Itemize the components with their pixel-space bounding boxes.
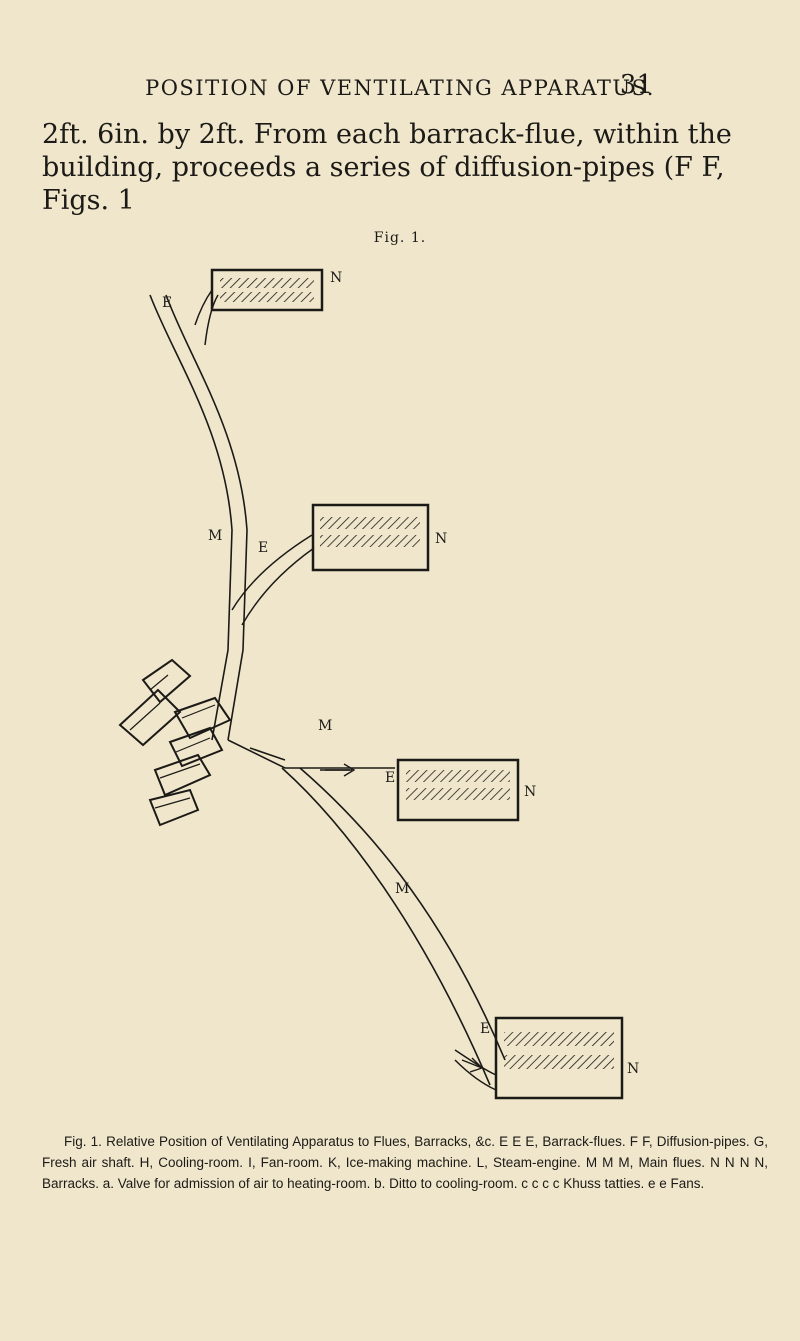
apparatus-building	[148, 788, 200, 827]
label-e-1: E	[162, 295, 172, 311]
barrack-block	[494, 1016, 624, 1100]
barrack-block	[396, 758, 520, 822]
barracks	[210, 268, 624, 1100]
label-m-3: M	[395, 881, 409, 897]
diffusion-pipes	[194, 289, 497, 1091]
label-e-3: E	[385, 770, 395, 786]
body-paragraph: 2ft. 6in. by 2ft. From each barrack-flue…	[42, 119, 732, 216]
apparatus-building	[141, 658, 192, 704]
label-m-1: M	[208, 528, 222, 544]
airflow-arrows	[325, 763, 484, 1073]
apparatus-buildings	[118, 658, 232, 827]
barrack-block	[311, 503, 430, 572]
label-e-4: E	[480, 1021, 490, 1037]
figure-caption-text: Fig. 1. Relative Position of Ventilating…	[42, 1134, 768, 1191]
page-header: POSITION OF VENTILATING APPARATUS. 31	[0, 68, 800, 108]
label-n-2: N	[435, 531, 447, 547]
apparatus-building	[173, 696, 232, 740]
label-n-1: N	[330, 270, 342, 286]
apparatus-building	[168, 726, 224, 768]
figure-caption: Fig. 1. Relative Position of Ventilating…	[42, 1131, 768, 1194]
label-e-2: E	[258, 540, 268, 556]
running-head: POSITION OF VENTILATING APPARATUS.	[145, 76, 655, 100]
figure-title: Fig. 1.	[373, 230, 427, 246]
barrack-block	[210, 268, 324, 312]
label-n-4: N	[627, 1061, 639, 1077]
apparatus-building	[153, 753, 212, 797]
apparatus-building	[118, 688, 182, 747]
main-flue	[149, 294, 506, 1086]
ventilation-diagram: E E E E M M M N N N N	[118, 268, 639, 1100]
label-n-3: N	[524, 784, 536, 800]
label-m-2: M	[318, 718, 332, 734]
page-number: 31	[619, 70, 653, 100]
